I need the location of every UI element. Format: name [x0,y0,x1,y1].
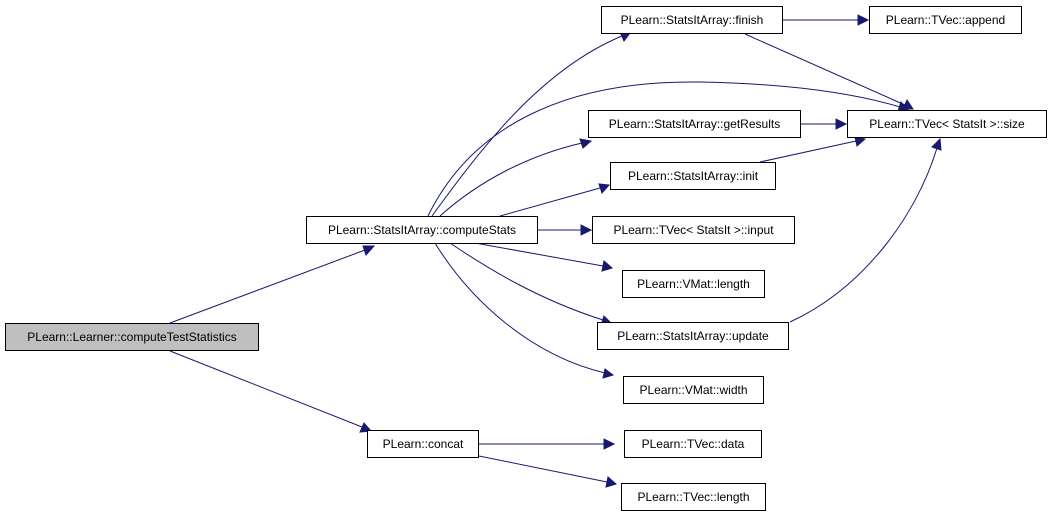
node-vmat-length[interactable]: PLearn::VMat::length [622,270,765,298]
node-stats-it-array-init[interactable]: PLearn::StatsItArray::init [610,162,776,190]
edge-test-statistics-to-concat [169,350,363,428]
arrowhead [605,476,618,488]
node-concat[interactable]: PLearn::concat [367,430,479,458]
arrowhead [579,138,593,149]
edge-compute-stats-to-get-results [439,142,583,217]
node-learner-compute-test-statistics: PLearn::Learner::computeTestStatistics [5,323,259,351]
node-tvec-length[interactable]: PLearn::TVec::length [621,483,766,511]
edge-compute-stats-to-vmat-width [434,242,606,374]
edge-finish-to-size [744,33,906,106]
node-vmat-width[interactable]: PLearn::VMat::width [623,376,764,404]
edge-compute-stats-to-init [499,187,601,217]
arrowhead [603,438,616,450]
arrowhead [835,118,848,130]
edge-compute-stats-to-vmat-length [474,242,604,267]
node-stats-it-array-update[interactable]: PLearn::StatsItArray::update [597,322,789,350]
arrowhead [362,245,376,256]
arrowhead [580,224,593,236]
node-tvec-stats-it-input[interactable]: PLearn::TVec< StatsIt >::input [592,216,795,244]
node-stats-it-array-get-results[interactable]: PLearn::StatsItArray::getResults [588,110,801,138]
arrowhead [902,98,914,110]
node-tvec-stats-it-size[interactable]: PLearn::TVec< StatsIt >::size [847,110,1047,138]
edge-test-statistics-to-compute-stats [169,249,366,324]
arrowhead [359,422,373,433]
node-stats-it-array-compute-stats[interactable]: PLearn::StatsItArray::computeStats [306,216,538,244]
arrowhead [601,260,614,272]
edge-update-to-size [789,147,938,323]
edge-compute-stats-to-finish [431,35,623,217]
edge-compute-stats-to-update [449,242,604,321]
arrowhead [854,136,867,147]
edge-compute-stats-to-size [427,81,901,217]
edge-init-to-size [759,140,857,163]
node-tvec-data[interactable]: PLearn::TVec::data [624,430,762,458]
arrowhead [857,14,870,26]
arrowhead [602,368,615,379]
edge-concat-to-tvec-length [478,455,608,483]
node-tvec-append[interactable]: PLearn::TVec::append [869,6,1022,34]
arrowhead [931,137,942,151]
arrowhead [598,183,611,194]
node-stats-it-array-finish[interactable]: PLearn::StatsItArray::finish [601,6,783,34]
